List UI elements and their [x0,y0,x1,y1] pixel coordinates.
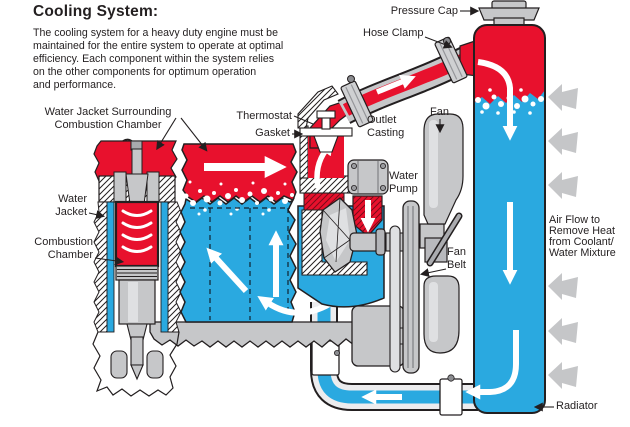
description-line: The cooling system for a heavy duty engi… [33,27,278,39]
pump-bolt-icon [350,184,357,191]
fan-blade-support [428,214,461,265]
cylinder-bore-dashed-lines [190,207,290,320]
rod-tip [130,364,144,381]
pump-bolt-icon [379,184,386,191]
elbow-flange [311,340,340,376]
cylinder-wall-casting [167,201,182,333]
coolant-exit-arrow [465,330,519,400]
combustion-chamber-cutaway [92,138,182,397]
page-title: Cooling System: [33,3,159,20]
lower-clamp-bolt-icon [447,374,455,382]
outlet-casting-flange [299,175,351,194]
hot-flow-arrow-hose [375,74,416,95]
leader-hose-clamp [424,36,453,49]
cool-flow-arrow-diagonal [206,247,249,294]
valve [113,171,127,203]
outlet-neck-casting [297,85,339,129]
connecting-rod [130,336,144,366]
water-jacket-channel [106,201,115,333]
leader-combustion-chamber [94,256,125,266]
label-fan: Fan [430,106,449,118]
cylinder-wall-casting [93,201,108,333]
injector-nozzle [131,148,143,176]
description-line: on the other components for optimum oper… [33,66,257,78]
pressure-cap-flange [478,7,540,21]
pump-shaft-coupling [375,228,386,256]
label-water-jacket-surrounding-combustion-chamber: Water Jacket Surrounding Combustion Cham… [44,106,172,131]
pump-bracket-casting [301,209,368,276]
label-gasket: Gasket [255,127,290,139]
thermostat-housing-and-water-pump [297,85,405,308]
label-air-flow: Air Flow to Remove Heat from Coolant/ Wa… [549,214,616,259]
hose-clamp-lower [340,80,374,128]
leader-water-jacket-surrounding-left [156,117,177,151]
fan-assembly [351,113,464,374]
piston-rings [117,269,157,277]
clamp-bolt-icon [347,75,355,83]
label-radiator: Radiator [556,400,598,412]
radiator-outline [473,24,546,414]
label-outlet-casting: Outlet Casting [367,114,405,139]
torn-edge [92,331,180,397]
wrist-pin-boss [110,350,128,379]
leader-water-jacket [88,210,106,220]
label-pressure-cap: Pressure Cap [390,5,458,17]
pump-bolt-icon [379,162,386,169]
flow-arrow-through-thermostat [314,139,334,189]
description-line: maintained for the entire system to oper… [33,40,284,52]
piston-highlight [128,282,138,322]
lower-radiator-hose [310,302,478,416]
label-water-jacket: Water Jacket [55,193,87,218]
heat-wave-icons [121,209,153,253]
label-thermostat: Thermostat [236,110,292,122]
engine-block [179,143,338,323]
radiator-hot-coolant [474,25,545,104]
leader-fan-belt [419,268,447,278]
fan-belt-pulley [402,200,420,374]
leader-water-jacket-surrounding-right [180,117,208,152]
header: Cooling System: The cooling system for a… [33,3,333,92]
lower-hose-clamp [439,378,463,416]
upper-radiator-hose [337,36,479,128]
radiator [465,0,546,414]
label-fan-belt: Fan Belt [447,246,466,271]
leader-thermostat [293,115,314,125]
description-line: and performance. [33,79,117,91]
water-jacket-channel [160,201,169,333]
block-cool-coolant [179,197,297,323]
label-combustion-chamber: Combustion Chamber [34,236,93,261]
boiling-bubbles [183,180,294,216]
thermostat-cap [316,110,336,119]
pulley-disc [389,225,401,373]
coolant-down-arrow-top [477,59,518,141]
valve [146,171,160,203]
description-line: efficiency. Each component within the sy… [33,53,275,65]
clamp-bolt-icon [443,37,451,45]
label-hose-clamp: Hose Clamp [363,27,424,39]
injector-body [125,173,149,205]
pump-bolt-icon [350,162,357,169]
leader-lines [88,6,554,412]
engine-base [149,321,363,348]
elbow-bolt-icon [333,349,340,356]
wrist-pin-boss [146,350,164,379]
label-water-pump: Water Pump [389,170,418,195]
